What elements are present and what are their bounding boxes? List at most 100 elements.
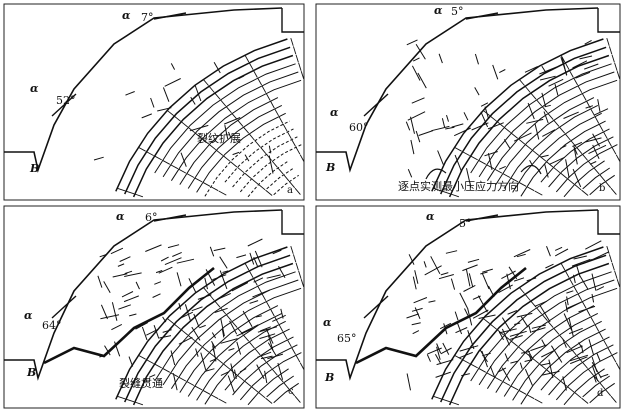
panel-d-crack [591, 361, 602, 379]
panel-c-joint [134, 401, 144, 406]
panel-b-crack [405, 121, 411, 131]
panel-b-joint [560, 172, 568, 179]
panel-d-crack [414, 270, 419, 284]
panel-c-crack [100, 304, 108, 320]
panel-b-joint [450, 193, 460, 198]
panel-c-crack [247, 238, 263, 247]
panel-c-joint [248, 341, 255, 349]
panel-d-joint [541, 314, 548, 322]
panel-c-crack [267, 353, 284, 360]
panel-d-letter: d [597, 388, 604, 399]
panel-c-crack [229, 320, 238, 335]
panel-d-stratum-10 [540, 336, 610, 391]
panel-d-left-angle: 65° [337, 332, 357, 345]
panel-d-joint [614, 270, 618, 279]
panel-a-joint [295, 146, 301, 155]
panel-b-face-angle-marker [363, 93, 389, 117]
panel-b-crack [539, 66, 557, 75]
panel-b-crack [411, 65, 421, 81]
panel-d-joint [441, 398, 451, 403]
panel-b-joint [594, 116, 600, 124]
panel-a-joint [216, 149, 224, 156]
panel-d-crack [513, 249, 531, 258]
panel-c-crack [222, 270, 229, 273]
panel-c-crack [257, 351, 272, 358]
panel-b-crack [529, 159, 534, 166]
panel-d-crack [568, 317, 574, 337]
panel-c-crack [155, 270, 163, 274]
panel-b-joint [530, 92, 537, 100]
panel-d-failure-surface [355, 266, 527, 365]
panel-b-joint [576, 147, 583, 154]
panel-c-crack [240, 324, 259, 334]
panel-b-letter: b [599, 183, 606, 194]
panel-a-joint [271, 160, 278, 168]
panel-a-stratum-1 [124, 46, 291, 195]
panel-b-crack [585, 105, 594, 109]
panel-d-crack [507, 310, 518, 315]
panel-d-crack [454, 311, 459, 321]
panel-b-crack [526, 118, 544, 124]
panel-c-left-alpha: α [24, 309, 33, 322]
panel-c-stratum-15 [273, 382, 299, 404]
panel-b-crack [572, 168, 582, 188]
panel-c-crack [234, 369, 237, 379]
panel-a-joint [225, 106, 232, 114]
panel-d-crack [439, 322, 452, 330]
panel-a-joint [210, 186, 219, 192]
panel-d-crack [516, 253, 526, 258]
panel-b-crack [410, 116, 415, 134]
panel-d-crack [445, 250, 458, 254]
panel-a-joint [230, 161, 238, 168]
panel-d-crack [530, 344, 547, 352]
panel-c-crack [191, 306, 203, 312]
panel-b-stratum-9 [520, 120, 606, 197]
panel-d-joint [604, 389, 612, 397]
panel-c-crack [124, 270, 133, 275]
panel-a-crack [125, 91, 135, 96]
panel-a-left-angle: 52° [56, 94, 76, 107]
panel-b-crack [415, 43, 426, 60]
panel-d-crack [570, 356, 588, 365]
panel-c-joint [145, 359, 154, 364]
panel-b-joint [486, 164, 495, 170]
panel-d-top-angle: 5° [459, 217, 472, 230]
panel-c-joint [218, 398, 227, 404]
panel-d-crack [591, 293, 595, 303]
panel-b-crack [593, 108, 609, 116]
panel-a-crack [189, 124, 209, 132]
panel-d-joint [587, 368, 594, 376]
panel-b-crack [524, 65, 539, 73]
panel-a-joint [265, 153, 273, 161]
panel-c-crack [219, 256, 228, 269]
panel-c-joint [202, 286, 209, 294]
panel-c-crack [236, 254, 247, 259]
panel-d-crack [563, 313, 573, 331]
panel-d-joint [450, 401, 460, 406]
panel-c-joint [295, 354, 301, 363]
panel-a-stratum-13 [247, 160, 289, 198]
panel-c-crack [172, 373, 178, 391]
panel-b-joint [494, 168, 503, 174]
panel-b-joint [524, 85, 531, 93]
panel-b-joint [453, 146, 462, 152]
panel-a-joint [116, 187, 126, 192]
panel-d-frame [315, 205, 621, 409]
panel-c-crack [221, 329, 225, 338]
panel-b-joint [616, 71, 621, 80]
panel-c-crack [212, 345, 215, 352]
panel-b-slope-outline [316, 7, 599, 173]
panel-d-crack [573, 255, 587, 260]
panel-a-crack [170, 63, 176, 70]
panel-d-joint [594, 324, 600, 332]
panel-c-joint [173, 323, 181, 330]
panel-a-crack [194, 85, 202, 102]
panel-d [315, 205, 621, 409]
panel-c-crack [267, 334, 274, 351]
panel-c-stratum-11 [232, 344, 298, 396]
panel-d-crack [509, 330, 527, 337]
panel-c-crack [236, 341, 242, 355]
panel-a-stratum-10 [224, 128, 294, 183]
panel-d-joint [518, 389, 527, 395]
panel-d-crack [406, 373, 411, 391]
